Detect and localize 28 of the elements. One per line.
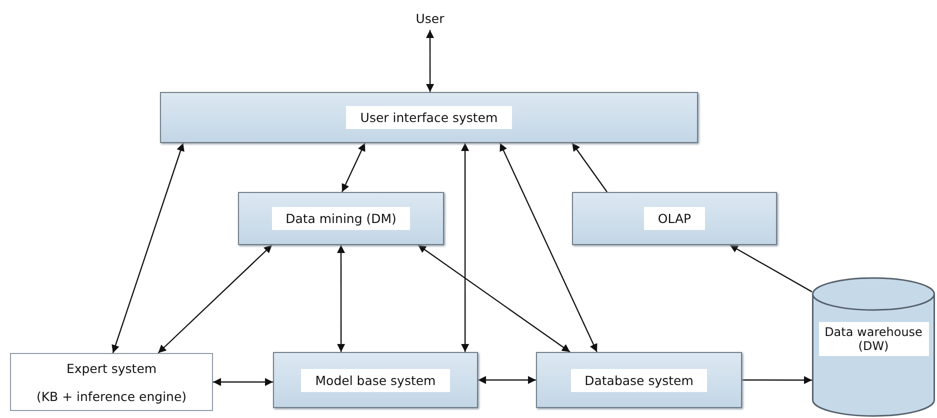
- node-label: Data warehouse (DW): [818, 322, 928, 356]
- node-label: OLAP: [644, 207, 706, 230]
- process-box: [160, 92, 698, 143]
- process-box: [238, 192, 444, 245]
- arrow: [499, 142, 598, 352]
- arrow: [572, 142, 608, 192]
- process-box: [273, 352, 478, 408]
- actor-label: User: [416, 10, 444, 26]
- node-label: Data mining (DM): [272, 207, 410, 230]
- node-label: Model base system: [301, 368, 450, 392]
- process-box: [10, 353, 213, 411]
- process-box: [536, 352, 742, 408]
- arrow: [337, 245, 346, 352]
- arrow: [112, 142, 184, 354]
- node-label: (KB + inference engine): [36, 388, 187, 404]
- arrow: [730, 244, 812, 292]
- arrow: [341, 142, 366, 192]
- arrow: [426, 30, 434, 92]
- arrow: [742, 376, 812, 384]
- arrow: [478, 376, 536, 384]
- process-box: [572, 192, 777, 245]
- arrow: [418, 244, 570, 352]
- arrow: [158, 244, 272, 354]
- node-label: User interface system: [346, 106, 512, 129]
- node-label: Database system: [570, 368, 708, 392]
- node-label: Expert system: [66, 360, 157, 376]
- arrow: [461, 143, 470, 352]
- arrow: [213, 378, 273, 386]
